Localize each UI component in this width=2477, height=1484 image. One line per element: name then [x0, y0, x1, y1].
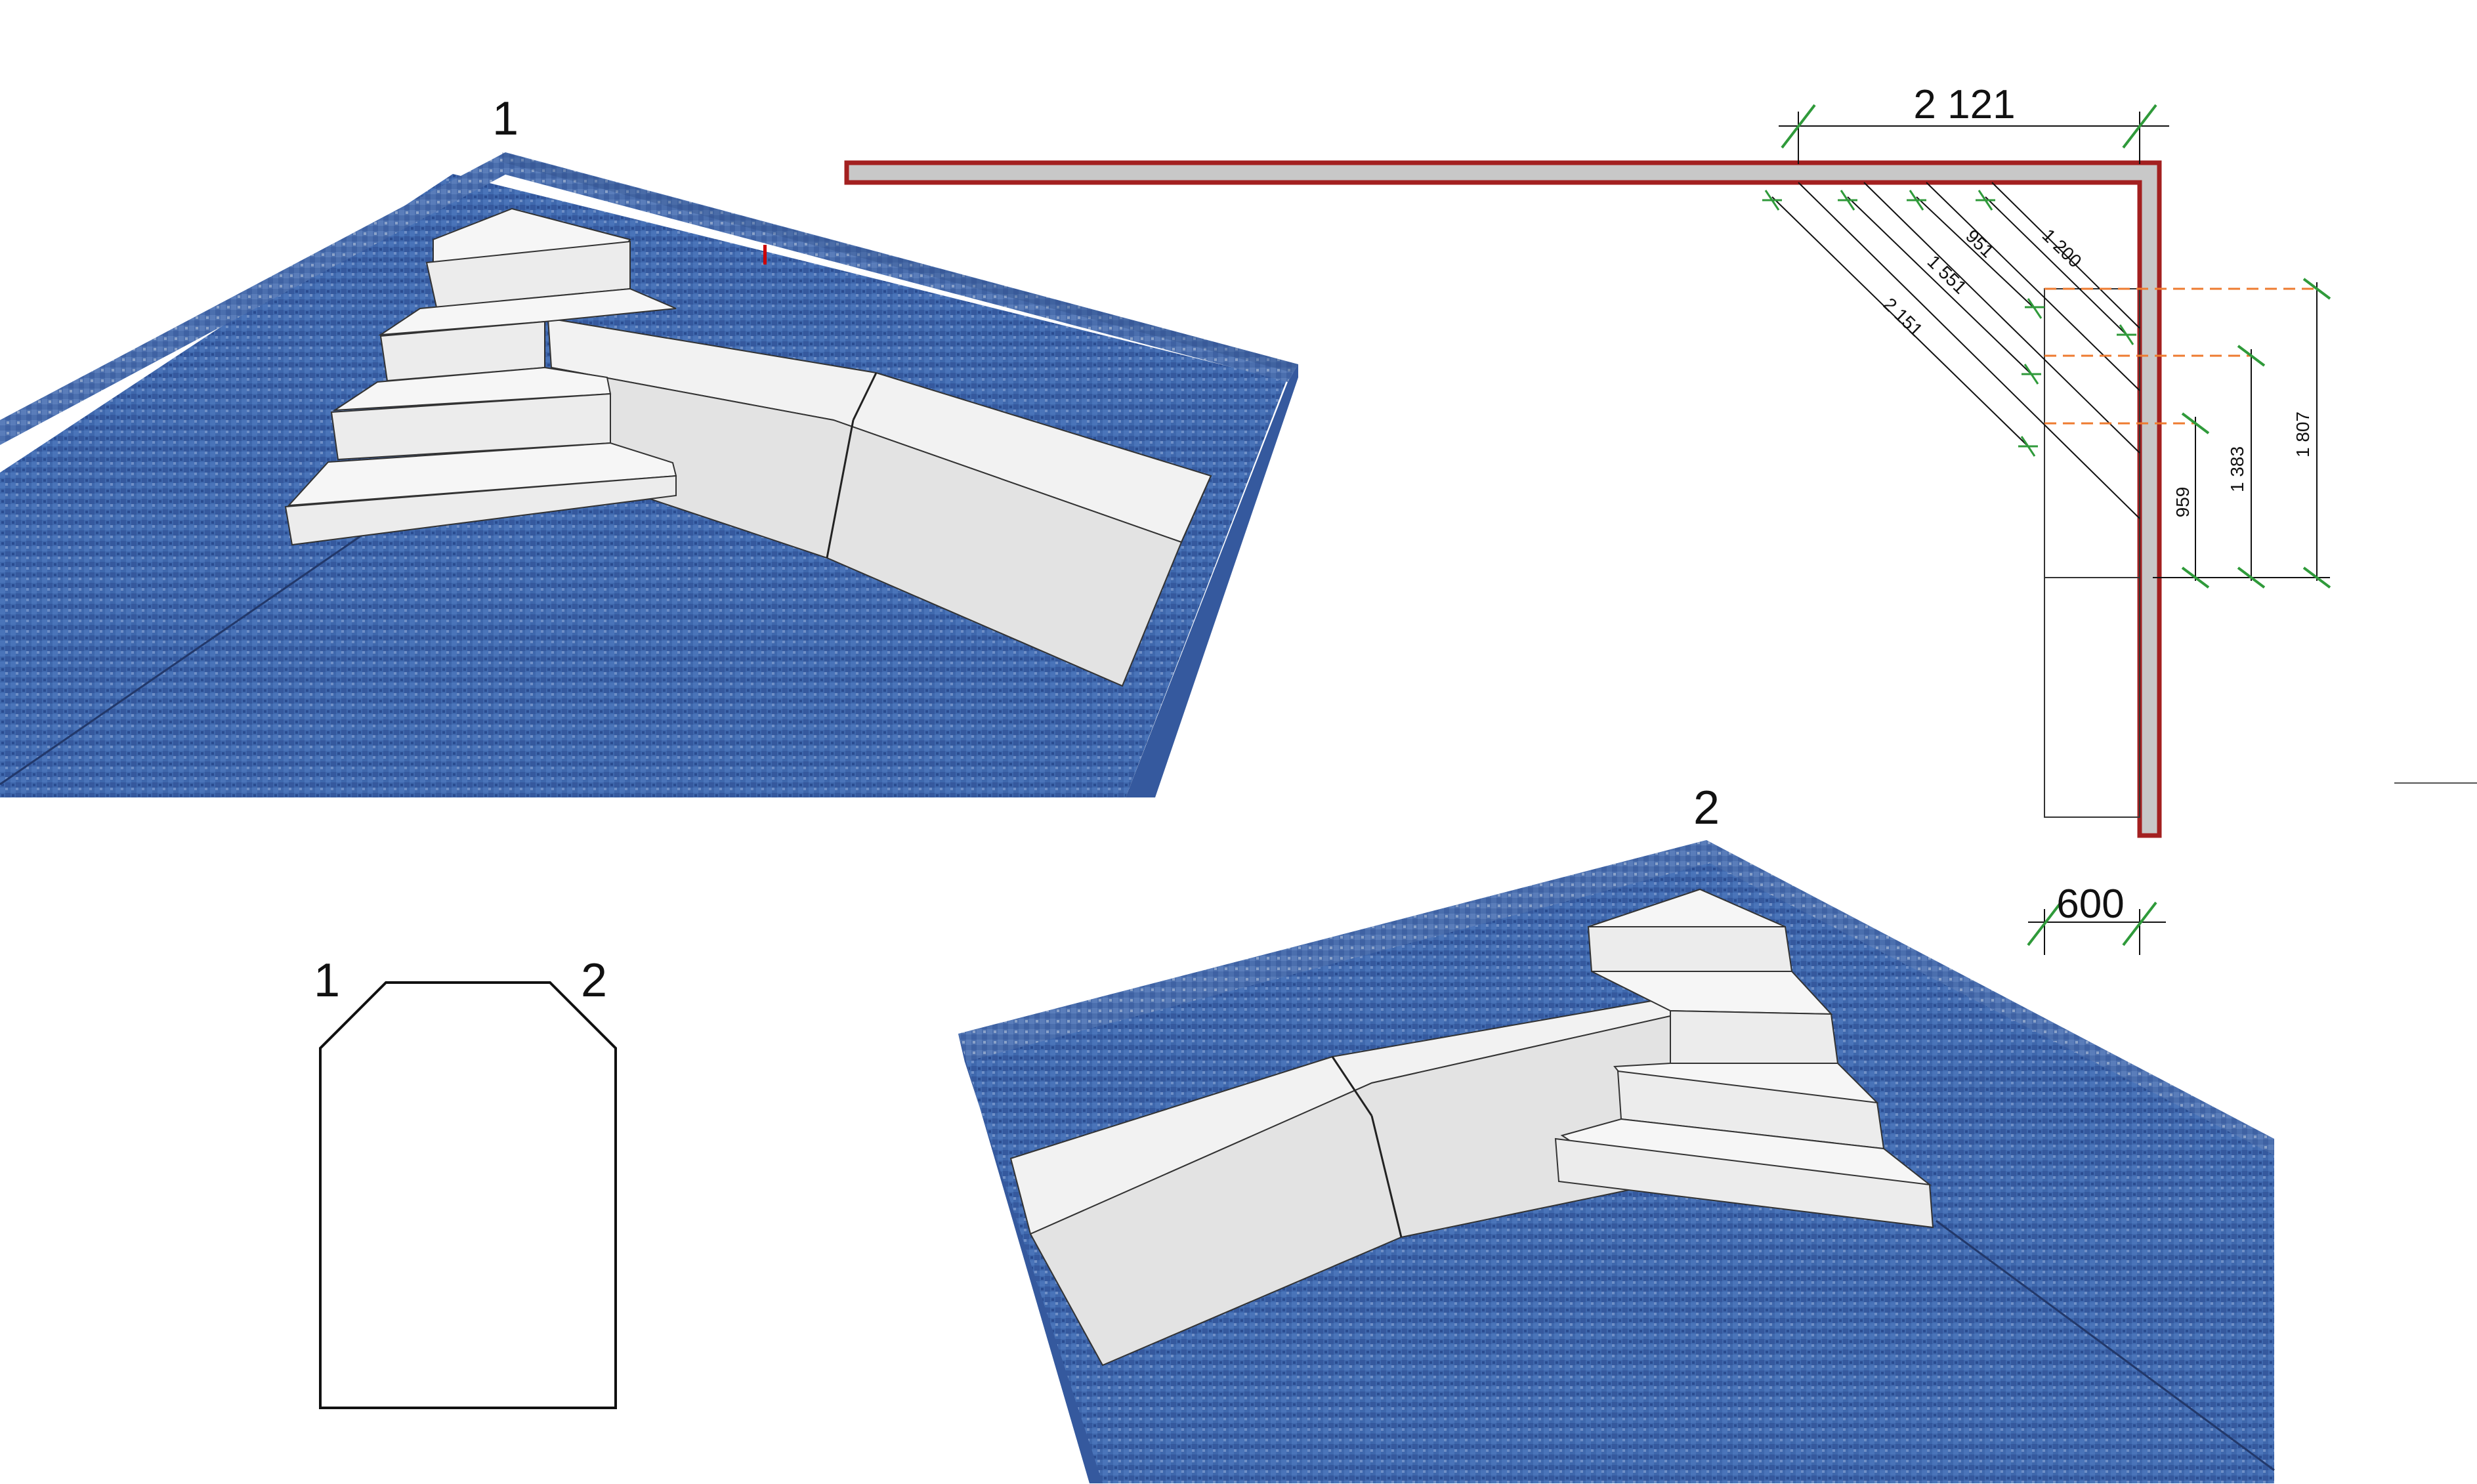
- view-2-render: [958, 840, 2275, 1483]
- dim-vert-959: 959: [2172, 487, 2193, 518]
- view-2-label: 2: [1693, 782, 1720, 834]
- pool-wall-left-2: [958, 840, 1710, 1062]
- pool-wall-left: [0, 152, 505, 445]
- dim-diag-951: 951: [1962, 226, 1998, 262]
- plan-outline: [319, 981, 617, 1409]
- plan-corner-2-label: 2: [581, 954, 607, 1007]
- dim-bottom-width: 600: [2056, 881, 2124, 927]
- dim-diag-2151: 2 151: [1880, 294, 1927, 341]
- view-1-render: [0, 152, 1298, 797]
- technical-drawing: [844, 104, 2477, 955]
- bench: [547, 317, 1212, 687]
- stairs-view-2: [1554, 888, 1934, 1229]
- dim-top-width: 2 121: [1913, 82, 2015, 127]
- view-1-label: 1: [492, 93, 519, 145]
- pool-wall-right-2: [1706, 840, 2274, 1155]
- dim-vert-1807: 1 807: [2293, 412, 2313, 457]
- bench-plan: [2044, 288, 2140, 818]
- dim-diag-1200: 1 200: [2039, 225, 2086, 272]
- stairs-view-1: [284, 207, 677, 546]
- dim-vert-1383: 1 383: [2227, 446, 2247, 492]
- pool-wall-plan: [844, 160, 2162, 838]
- pool-wall-front-right: [1126, 364, 1298, 797]
- plan-corner-1-label: 1: [314, 954, 340, 1007]
- dim-diag-1551: 1 551: [1924, 251, 1971, 298]
- pool-wall-right: [505, 152, 1298, 382]
- marker: [763, 245, 767, 265]
